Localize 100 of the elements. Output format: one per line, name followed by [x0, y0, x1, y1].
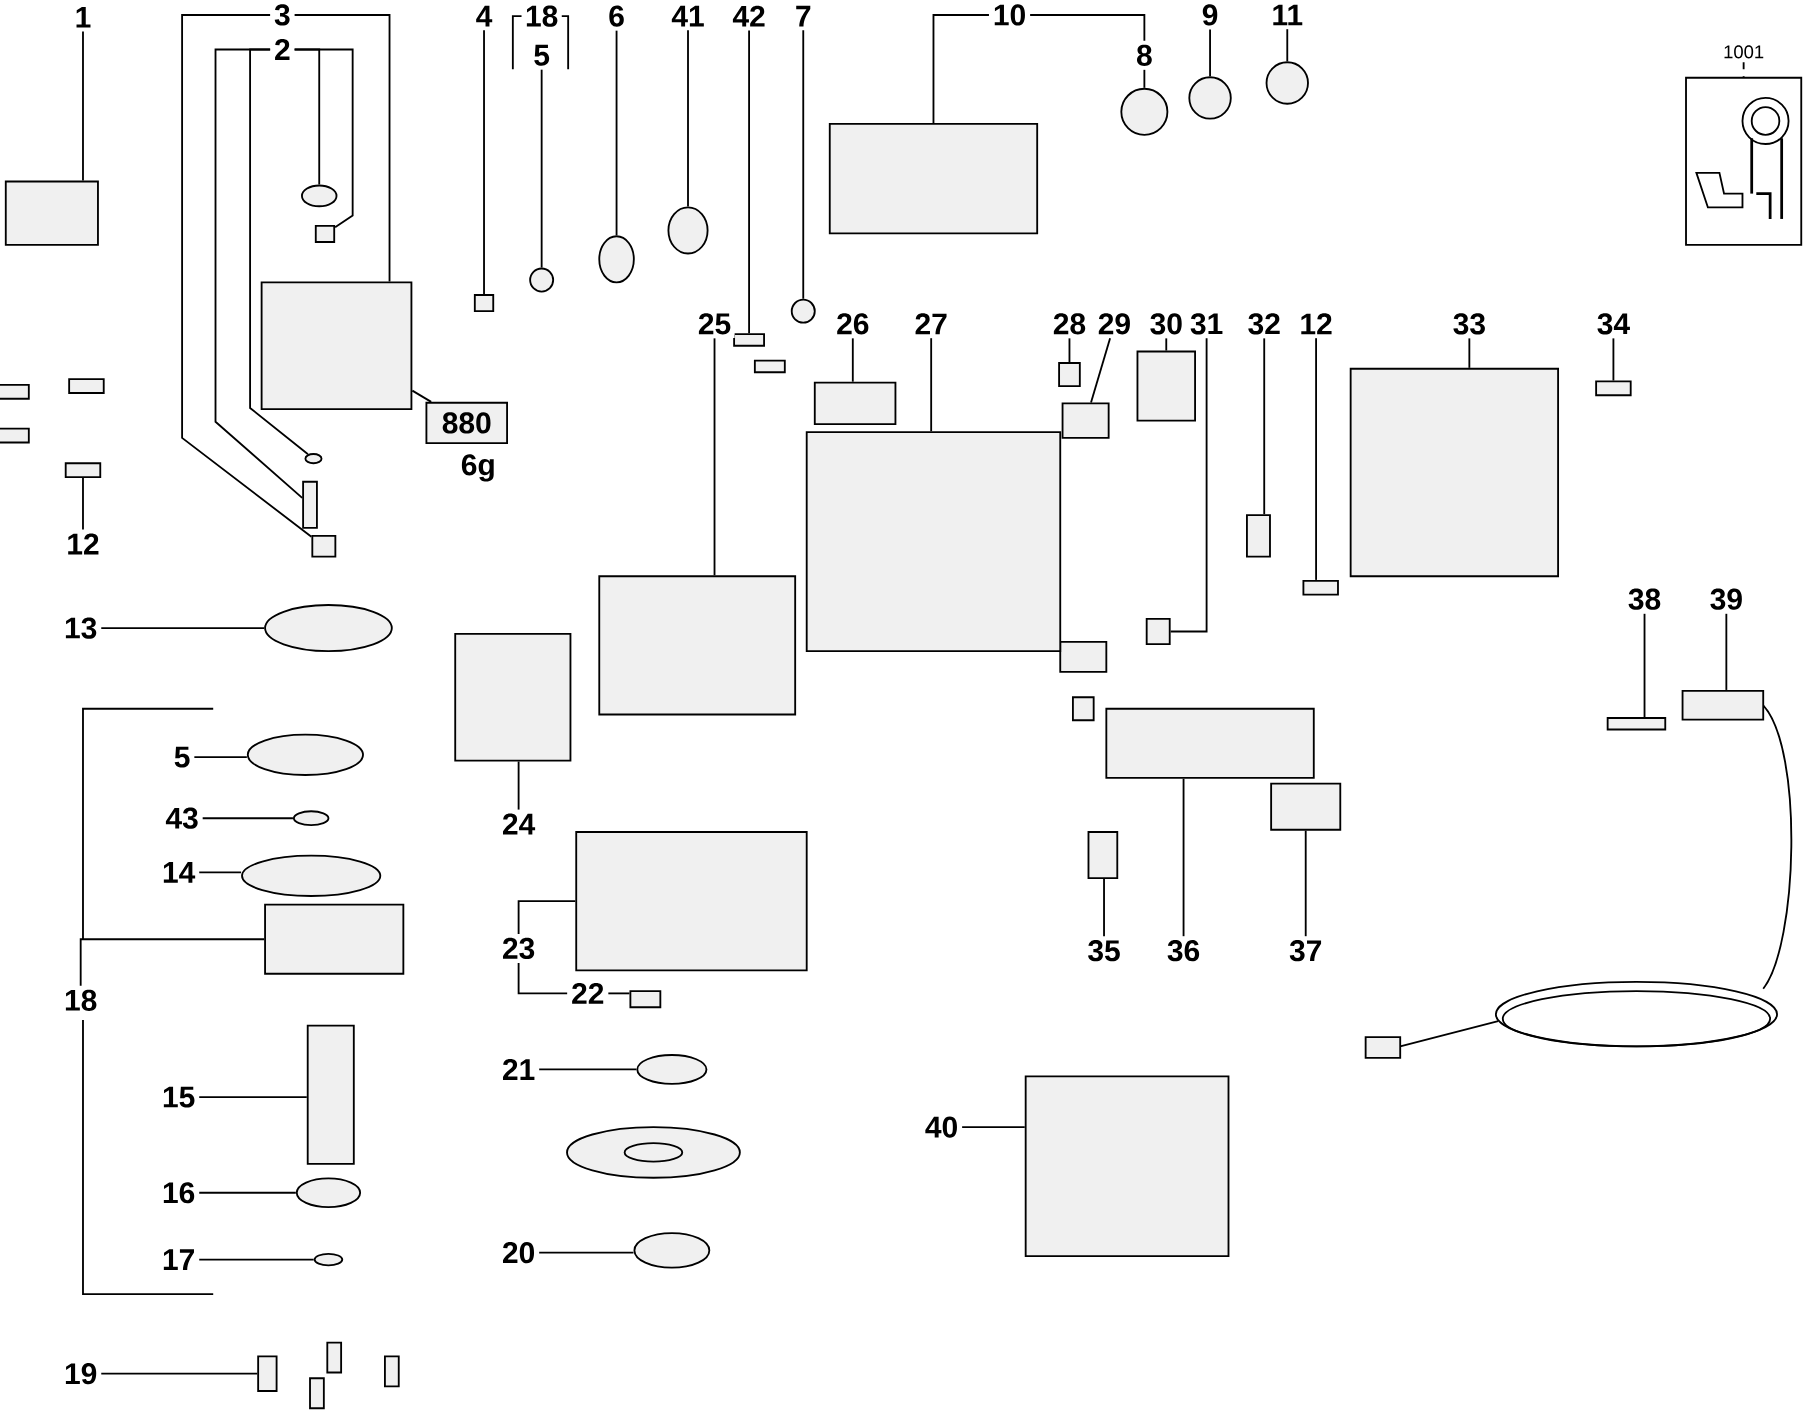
callout-number: 5	[170, 743, 194, 772]
leader-line	[198, 1258, 315, 1261]
screw-drawing	[257, 1355, 278, 1393]
bearing-drawing	[1188, 76, 1232, 120]
leader-line	[607, 992, 631, 995]
leader-line	[181, 14, 313, 538]
callout-number: 35	[1083, 936, 1125, 966]
callout-number: 32	[1244, 309, 1285, 339]
washer-drawing	[304, 453, 323, 465]
leader-line	[1263, 337, 1266, 516]
leader-line	[1315, 337, 1317, 582]
leader-line	[411, 389, 433, 403]
wiring-inset-drawing	[1685, 77, 1803, 246]
o-ring-drawing	[241, 854, 382, 898]
callout-number: 29	[1094, 310, 1135, 339]
callout-number: 18	[521, 2, 562, 31]
lever-drawing	[1246, 514, 1271, 558]
callout-number: 26	[832, 310, 873, 339]
callout-number: 15	[158, 1083, 199, 1112]
leader-line	[538, 1252, 635, 1254]
screw-drawing	[629, 990, 662, 1009]
callout-number: 12	[62, 530, 104, 559]
leader-line	[687, 29, 689, 208]
leader-line	[748, 29, 750, 335]
leader-line	[713, 337, 716, 577]
callout-number: 8	[1132, 41, 1157, 70]
flange-drawing	[636, 1054, 708, 1085]
callout-number: 34	[1593, 309, 1634, 339]
pin-drawing	[302, 481, 318, 529]
bearing-flange-drawing	[264, 903, 405, 975]
leader-line	[1143, 69, 1146, 89]
leader-line	[1742, 61, 1745, 78]
leader-line	[540, 68, 543, 269]
gear-housing-drawing	[260, 281, 413, 411]
callout-number: 40	[921, 1113, 962, 1142]
bearing-drawing	[598, 235, 635, 284]
leader-line	[198, 871, 242, 874]
callout-number: 5	[529, 41, 554, 70]
callout-number: 11	[1268, 1, 1307, 29]
pinion-drawing	[529, 267, 555, 293]
capacitor-drawing	[1145, 618, 1171, 646]
plate-drawing	[667, 206, 709, 255]
leader-line	[201, 817, 294, 820]
callout-number: 25	[694, 310, 735, 339]
callout-number: 1001	[1719, 42, 1768, 63]
leader-line	[1209, 28, 1211, 78]
callout-number: 9	[1198, 1, 1222, 30]
leader-line	[249, 48, 309, 456]
callout-number: 33	[1449, 309, 1490, 339]
ring-drawing	[313, 1253, 344, 1267]
leader-line	[1103, 878, 1105, 938]
leader-line	[538, 1068, 638, 1071]
screw-drawing	[733, 333, 765, 347]
leader-line	[483, 29, 485, 296]
callout-number: 31	[1186, 309, 1227, 339]
callout-number: 42	[728, 2, 770, 31]
screw-drawing	[1595, 380, 1632, 397]
leader-line	[79, 938, 266, 987]
brush-holder-drawing	[1061, 402, 1110, 440]
badge-drawing	[1270, 782, 1342, 831]
clamp-nut-drawing	[633, 1232, 711, 1269]
leader-line	[961, 1126, 1026, 1129]
bushing-drawing	[311, 535, 337, 558]
grease-tube: 880	[425, 402, 508, 445]
leader-line	[100, 1373, 259, 1375]
washer-drawing	[295, 1177, 362, 1209]
leader-line	[82, 30, 84, 182]
callout-number: 16	[158, 1178, 199, 1208]
callout-number: 37	[1285, 936, 1326, 966]
leader-line	[214, 48, 304, 499]
strap-drawing	[1105, 708, 1315, 779]
callout-number: 12	[1295, 310, 1337, 338]
leader-line	[198, 1096, 308, 1099]
leader-line	[1612, 337, 1615, 382]
leader-line	[82, 477, 84, 531]
callout-number: 19	[60, 1359, 101, 1388]
callout-number: 41	[667, 2, 709, 31]
leader-line	[851, 337, 854, 383]
callout-number: 28	[1049, 310, 1090, 339]
quantity-label: 6g	[461, 454, 494, 482]
ring-drawing	[264, 604, 393, 653]
callout-number: 20	[498, 1238, 539, 1267]
callout-number: 30	[1146, 309, 1187, 339]
callout-number: 21	[498, 1055, 539, 1084]
stator-drawing	[598, 575, 797, 716]
wheel-guard-drawing	[575, 831, 808, 972]
callout-number: 13	[60, 614, 101, 643]
leader-line	[193, 756, 248, 759]
leader-line	[198, 1192, 297, 1194]
leader-line	[932, 14, 990, 125]
callout-number: 27	[911, 310, 952, 338]
screw-drawing	[64, 462, 102, 479]
callout-number: 10	[989, 1, 1030, 30]
nut-drawing	[473, 294, 495, 313]
callout-number: 4	[472, 2, 496, 31]
leader-line	[1643, 613, 1646, 719]
spring-drawing	[314, 225, 336, 244]
probe-drawing	[1606, 717, 1667, 731]
callout-number: 2	[270, 35, 295, 64]
callout-number: 38	[1624, 585, 1665, 614]
